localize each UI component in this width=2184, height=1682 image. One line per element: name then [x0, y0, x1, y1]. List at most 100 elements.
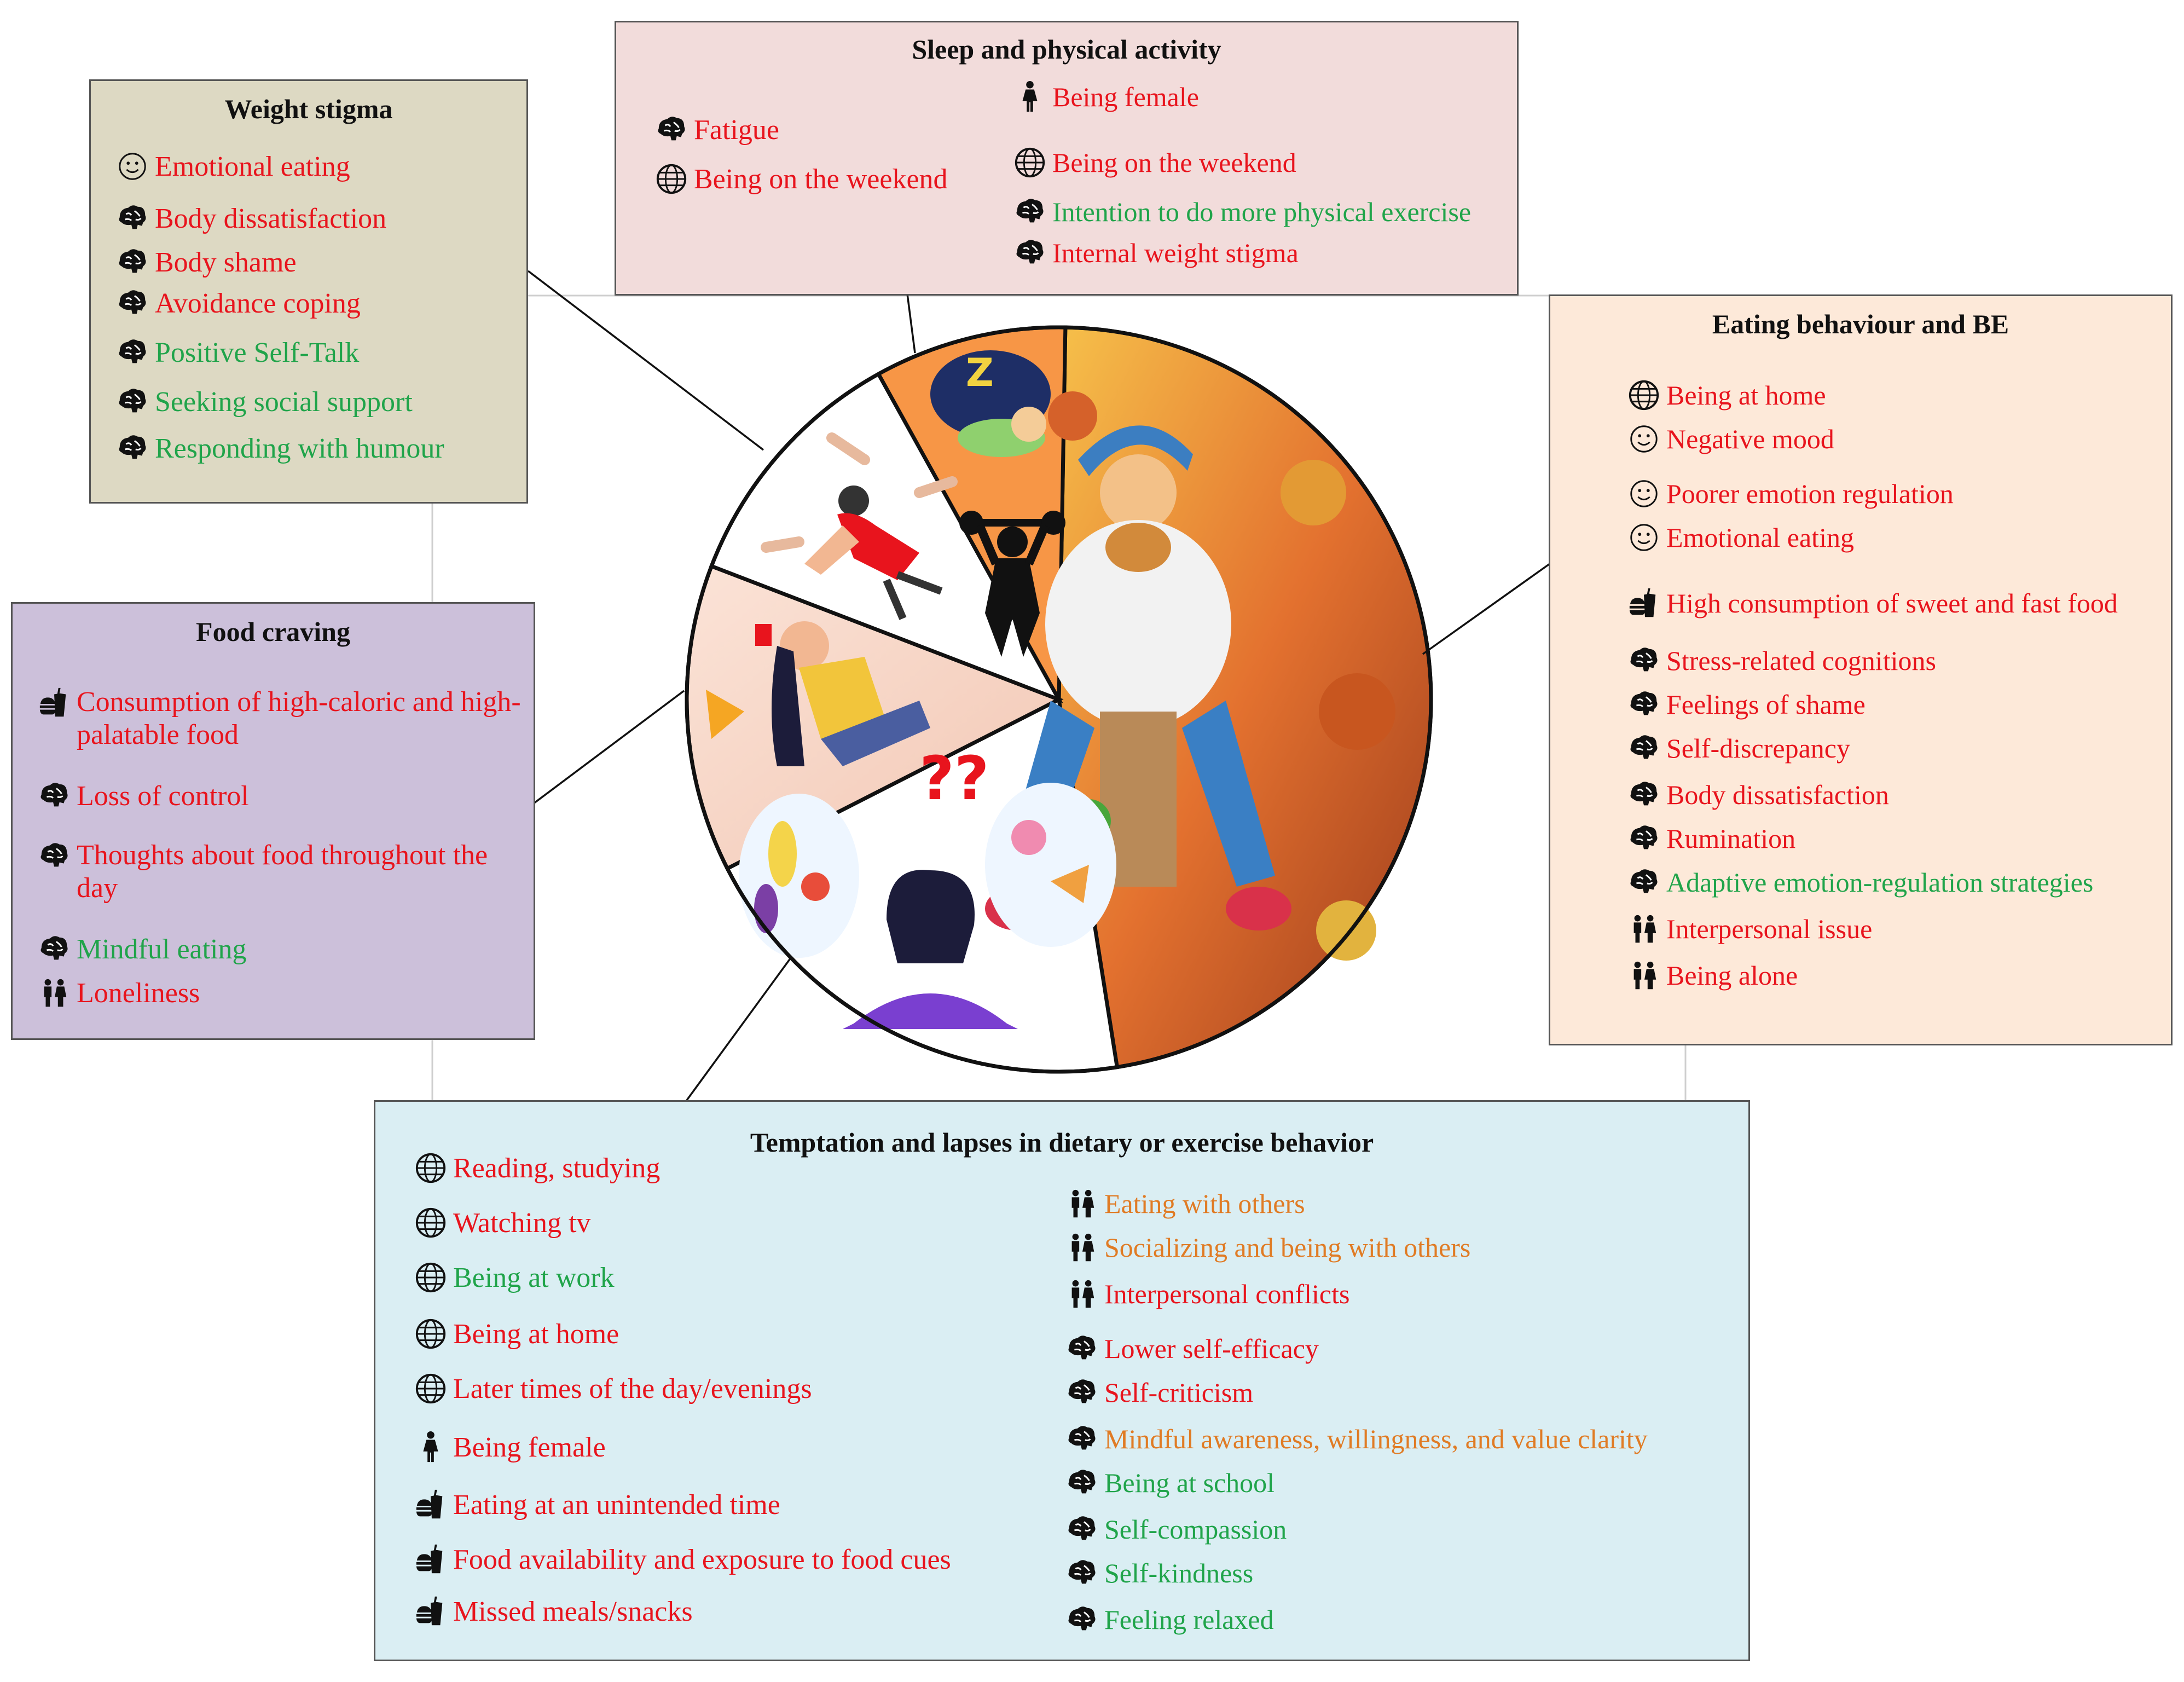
list-item-label: Avoidance coping: [155, 288, 361, 319]
brain-icon: [115, 385, 149, 419]
list-item-label: Rumination: [1666, 823, 1796, 854]
people-icon: [1627, 958, 1661, 992]
globe-icon: [414, 1372, 448, 1406]
list-item-label: Being alone: [1666, 960, 1798, 991]
brain-icon: [1627, 687, 1661, 721]
brain-icon: [1065, 1422, 1099, 1456]
smiley-icon: [1627, 477, 1661, 511]
list-item: Emotional eating: [1627, 521, 1854, 554]
brain-icon: [37, 839, 71, 873]
brain-icon: [115, 431, 149, 465]
list-item: Missed meals/snacks: [414, 1594, 693, 1628]
connector-craving: [532, 690, 685, 805]
list-item-label: High consumption of sweet and fast food: [1666, 588, 2118, 619]
connector-weight-stigma: [527, 270, 764, 451]
list-item: Being female: [414, 1430, 606, 1464]
connector-sleep: [906, 293, 916, 354]
globe-icon: [1013, 146, 1047, 180]
globe-icon: [414, 1317, 448, 1351]
list-item-label: Consumption of high-caloric and high-pal…: [77, 686, 521, 750]
list-item-label: Stress-related cognitions: [1666, 645, 1936, 676]
brain-icon: [1013, 195, 1047, 229]
connector-temptation: [686, 957, 792, 1101]
list-item: Avoidance coping: [115, 286, 361, 320]
list-item-label: Poorer emotion regulation: [1666, 478, 1954, 509]
list-item: Body dissatisfaction: [115, 201, 386, 235]
list-item-label: Positive Self-Talk: [155, 337, 360, 368]
list-item: Feeling relaxed: [1065, 1603, 1274, 1637]
smiley-icon: [1627, 521, 1661, 554]
brain-icon: [1065, 1603, 1099, 1637]
globe-icon: [414, 1206, 448, 1240]
brain-icon: [115, 286, 149, 320]
fastfood-icon: [414, 1488, 448, 1522]
list-item-label: Thoughts about food throughout the day: [77, 840, 488, 904]
fastfood-icon: [414, 1542, 448, 1576]
list-item: Self-discrepancy: [1627, 731, 1850, 765]
list-item: Intention to do more physical exercise: [1013, 195, 1471, 229]
list-item-label: Eating at an unintended time: [453, 1489, 780, 1521]
connector-eating: [1422, 563, 1551, 655]
list-item: Being female: [1013, 80, 1199, 114]
brain-icon: [37, 932, 71, 966]
list-item: Self-compassion: [1065, 1512, 1287, 1546]
list-item-label: Emotional eating: [155, 151, 350, 182]
list-item-label: Body dissatisfaction: [1666, 779, 1889, 810]
list-item-label: Feeling relaxed: [1104, 1604, 1274, 1635]
list-item-label: Seeking social support: [155, 386, 413, 418]
smiley-icon: [1627, 422, 1661, 456]
list-item-label: Interpersonal issue: [1666, 914, 1873, 944]
list-item: Adaptive emotion-regulation strategies: [1627, 865, 2093, 899]
list-item-label: Emotional eating: [1666, 522, 1854, 553]
fastfood-icon: [414, 1594, 448, 1628]
list-item-label: Eating with others: [1104, 1188, 1305, 1219]
list-item: Body dissatisfaction: [1627, 778, 1889, 812]
list-item-label: Mindful eating: [77, 934, 247, 965]
list-item: Poorer emotion regulation: [1627, 477, 1954, 511]
list-item-label: Internal weight stigma: [1052, 238, 1299, 268]
list-item: Being at home: [414, 1317, 619, 1351]
list-item-label: Missed meals/snacks: [453, 1596, 693, 1627]
people-icon: [37, 976, 71, 1010]
list-item-label: Being at home: [453, 1319, 619, 1350]
list-item: Mindful awareness, willingness, and valu…: [1065, 1422, 1648, 1456]
female-icon: [1013, 80, 1047, 114]
list-item-label: Being on the weekend: [694, 164, 948, 195]
smiley-icon: [115, 149, 149, 183]
list-item: Negative mood: [1627, 422, 1834, 456]
thinking-woman-illustration: ??: [739, 743, 1116, 1029]
list-item-label: Adaptive emotion-regulation strategies: [1666, 867, 2094, 898]
list-item-label: Body shame: [155, 247, 297, 278]
list-item-label: Food availability and exposure to food c…: [453, 1544, 951, 1575]
svg-text:??: ??: [919, 743, 989, 813]
food-craving-title: Food craving: [196, 616, 350, 647]
list-item-label: Feelings of shame: [1666, 689, 1866, 720]
temptation-title: Temptation and lapses in dietary or exer…: [750, 1127, 1374, 1158]
brain-icon: [115, 245, 149, 279]
list-item: Self-kindness: [1065, 1556, 1253, 1590]
list-item: Being at school: [1065, 1466, 1275, 1500]
list-item-label: Later times of the day/evenings: [453, 1373, 812, 1404]
list-item: Socializing and being with others: [1065, 1230, 1470, 1264]
list-item: Later times of the day/evenings: [414, 1372, 812, 1406]
list-item-label: Self-criticism: [1104, 1377, 1254, 1408]
list-item: Thoughts about food throughout the day: [37, 839, 525, 905]
list-item: Interpersonal conflicts: [1065, 1277, 1349, 1311]
people-icon: [1065, 1187, 1099, 1221]
list-item: Emotional eating: [115, 149, 350, 183]
list-item-label: Socializing and being with others: [1104, 1232, 1471, 1263]
brain-icon: [1627, 822, 1661, 856]
brain-icon: [1065, 1556, 1099, 1590]
globe-icon: [1627, 378, 1661, 412]
brain-icon: [1065, 1466, 1099, 1500]
list-item-label: Being female: [1052, 82, 1199, 112]
people-icon: [1065, 1230, 1099, 1264]
list-item: Responding with humour: [115, 431, 444, 465]
list-item-label: Being at work: [453, 1262, 615, 1293]
list-item-label: Being at home: [1666, 380, 1826, 411]
list-item-label: Being at school: [1104, 1467, 1275, 1498]
